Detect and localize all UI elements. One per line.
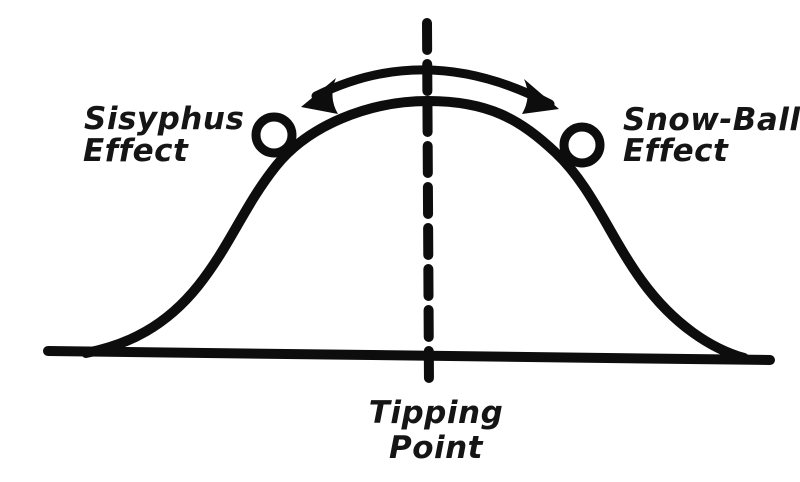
snowball-effect-label: Snow-Ball Effect bbox=[623, 102, 800, 169]
tipping-label-line2: Point bbox=[389, 430, 484, 466]
snowball-label-line1: Snow-Ball bbox=[623, 102, 800, 138]
sisyphus-effect-label: Sisyphus Effect bbox=[83, 101, 244, 169]
sisyphus-ball-icon bbox=[251, 112, 297, 158]
tipping-point-label: Tipping Point bbox=[369, 395, 504, 466]
tipping-label-line1: Tipping bbox=[369, 395, 504, 431]
swing-arrow bbox=[301, 65, 559, 114]
baseline bbox=[43, 346, 775, 365]
arrowhead-left-icon bbox=[301, 78, 338, 114]
tipping-point-dashed-line bbox=[422, 18, 434, 391]
arrowhead-right-icon bbox=[522, 79, 559, 114]
snowball-ball-icon bbox=[559, 122, 605, 168]
snowball-label-line2: Effect bbox=[623, 133, 729, 169]
swing-arrow-arc bbox=[311, 65, 555, 109]
sisyphus-label-line2: Effect bbox=[83, 133, 189, 169]
sisyphus-label-line1: Sisyphus bbox=[84, 101, 244, 137]
